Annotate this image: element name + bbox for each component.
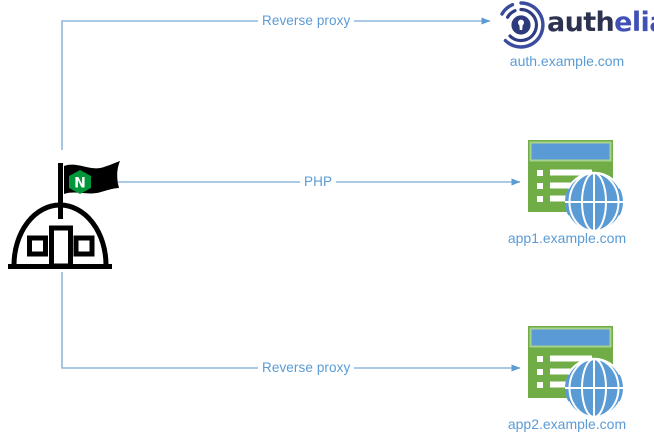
edge-label-reverse-proxy-app2: Reverse proxy [258,361,355,375]
caption-app1: app1.example.com [507,230,627,246]
app-window-globe-icon-app1 [528,140,623,233]
authelia-lock-icon [500,1,545,49]
nginx-flag-letter: N [74,176,86,192]
app-window-globe-icon-app2 [528,326,623,419]
edge-reverse-proxy-auth [61,17,491,150]
authelia-wordmark: authelia [547,9,654,36]
edge-auth-path [61,17,491,150]
edge-label-reverse-proxy-auth: Reverse proxy [258,14,355,28]
caption-auth: auth.example.com [509,53,625,69]
authelia-wordmark-part1: auth [547,7,615,38]
edge-app2-path [61,272,521,372]
authelia-wordmark-part2: elia [614,7,654,38]
edge-reverse-proxy-app2 [61,272,521,372]
caption-app2: app2.example.com [507,416,627,432]
nginx-dome-flag-icon: N [8,161,120,269]
edge-label-php-app1: PHP [300,175,337,189]
